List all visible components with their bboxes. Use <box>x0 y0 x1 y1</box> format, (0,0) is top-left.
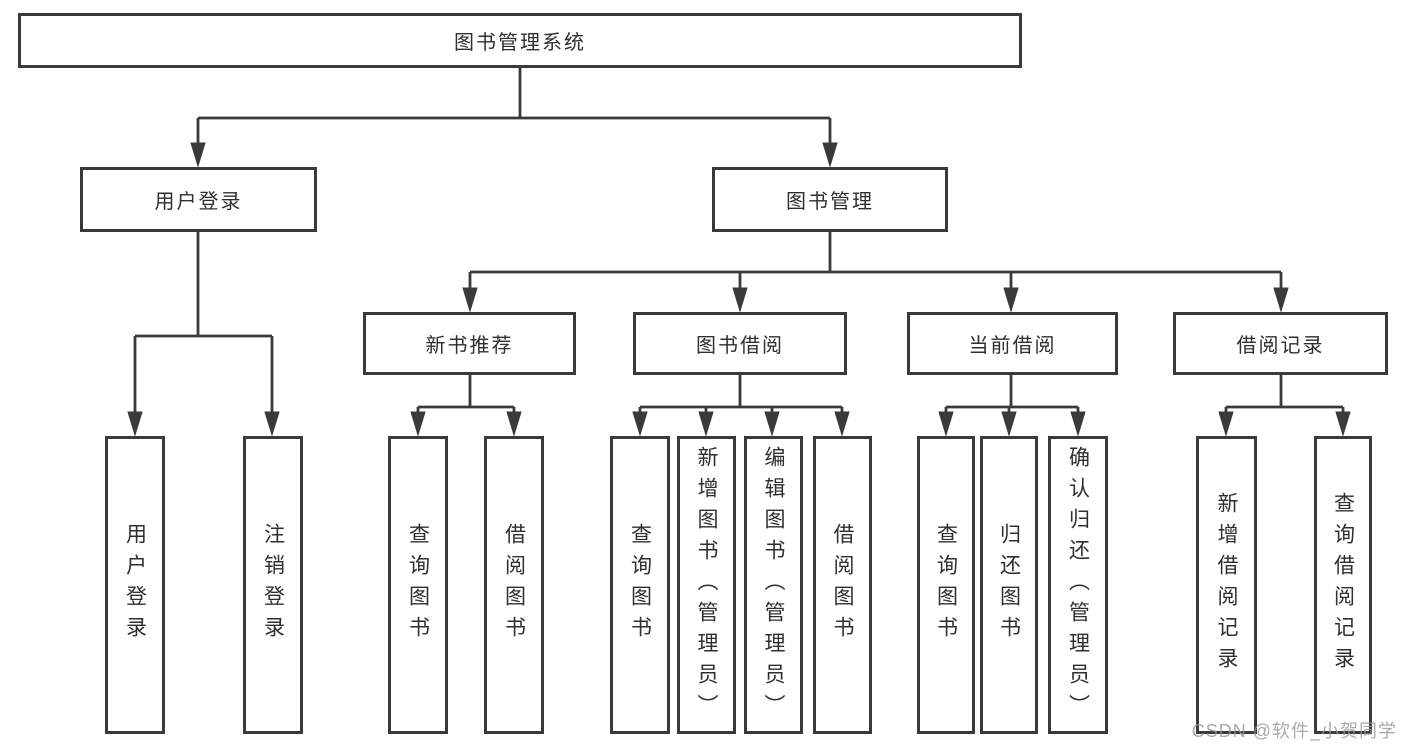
leaf-user-login: 用户登录 <box>105 436 165 734</box>
leaf-return-books: 归还图书 <box>980 436 1038 734</box>
node-label: 新增借阅记录 <box>1215 492 1239 678</box>
node-label: 图书管理 <box>786 191 874 213</box>
node-new-book-recommendation: 新书推荐 <box>363 312 576 375</box>
leaf-edit-books-admin: 编辑图书（管理员） <box>744 436 803 734</box>
node-borrowing-records: 借阅记录 <box>1173 312 1388 375</box>
node-label: 查询图书 <box>934 523 958 647</box>
node-label: 编辑图书（管理员） <box>762 445 786 725</box>
node-label: 查询借阅记录 <box>1331 492 1355 678</box>
node-label: 查询图书 <box>406 523 430 647</box>
leaf-query-books-borrow: 查询图书 <box>610 436 670 734</box>
leaf-confirm-return-admin: 确认归还（管理员） <box>1048 436 1108 734</box>
node-book-management: 图书管理 <box>712 167 948 232</box>
node-label: 新增图书（管理员） <box>695 445 719 725</box>
leaf-borrow-books: 借阅图书 <box>813 436 872 734</box>
leaf-query-books-recommend: 查询图书 <box>388 436 448 734</box>
node-label: 借阅图书 <box>831 523 855 647</box>
node-label: 新书推荐 <box>425 335 514 357</box>
leaf-logout-login: 注销登录 <box>243 436 303 734</box>
node-label: 借阅记录 <box>1236 335 1325 357</box>
node-label: 借阅图书 <box>502 523 526 647</box>
arrowheads <box>127 142 1351 437</box>
node-label: 归还图书 <box>997 523 1021 647</box>
node-user-login: 用户登录 <box>80 167 317 232</box>
watermark-text: CSDN @软件_小贺同学 <box>1191 721 1397 741</box>
node-label: 用户登录 <box>123 523 147 647</box>
node-label: 注销登录 <box>261 523 285 647</box>
leaf-add-books-admin: 新增图书（管理员） <box>677 436 736 734</box>
node-label: 当前借阅 <box>968 335 1057 357</box>
node-label: 图书借阅 <box>696 335 784 357</box>
node-label: 确认归还（管理员） <box>1066 445 1090 725</box>
node-label: 查询图书 <box>628 523 652 647</box>
node-label: 图书管理系统 <box>454 32 586 54</box>
leaf-query-borrow-record: 查询借阅记录 <box>1314 436 1372 734</box>
node-book-borrowing: 图书借阅 <box>633 312 847 375</box>
leaf-add-borrow-record: 新增借阅记录 <box>1196 436 1257 734</box>
leaf-borrow-books-recommend: 借阅图书 <box>484 436 544 734</box>
node-label: 用户登录 <box>154 191 243 213</box>
node-current-borrowing: 当前借阅 <box>907 312 1118 375</box>
leaf-query-books-current: 查询图书 <box>917 436 975 734</box>
node-library-management-system: 图书管理系统 <box>18 13 1022 68</box>
connector-segments <box>133 68 1345 414</box>
